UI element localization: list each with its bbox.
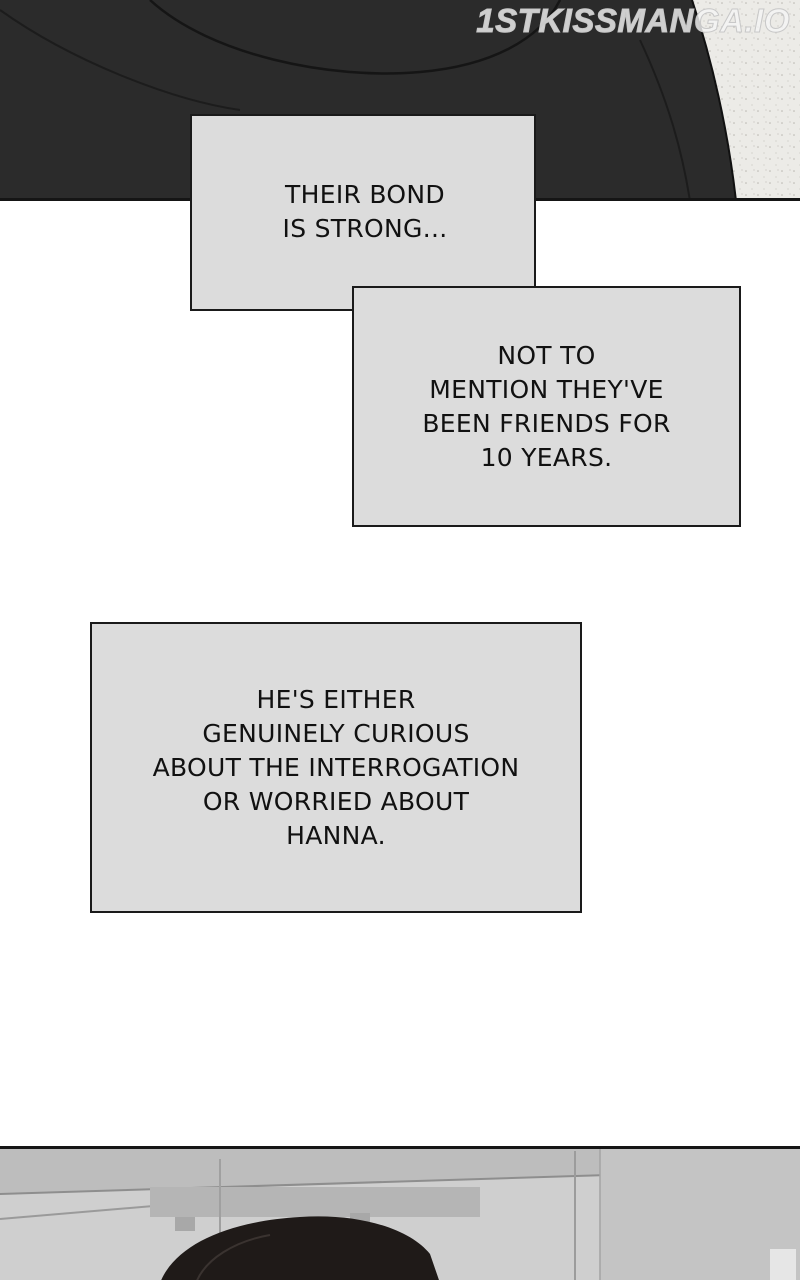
caption-line: IS STRONG... <box>282 214 448 243</box>
caption-line: ABOUT THE INTERROGATION <box>152 752 520 782</box>
caption-line: GENUINELY CURIOUS <box>202 718 470 748</box>
caption-box-bond: THEIR BOND IS STRONG... <box>190 114 536 311</box>
caption-line: OR WORRIED ABOUT <box>202 786 470 816</box>
interior-scene-illustration <box>0 1149 800 1280</box>
caption-line: 10 YEARS. <box>480 442 613 472</box>
caption-line: THEIR BOND <box>285 180 445 209</box>
caption-text: HE'S EITHER GENUINELY CURIOUS ABOUT THE … <box>153 683 520 853</box>
caption-line: NOT TO <box>497 340 596 370</box>
caption-box-friends: NOT TO MENTION THEY'VE BEEN FRIENDS FOR … <box>352 286 741 527</box>
site-watermark: 1STKISSMANGA.IO <box>476 2 790 40</box>
caption-text: NOT TO MENTION THEY'VE BEEN FRIENDS FOR … <box>422 339 670 475</box>
bottom-comic-panel <box>0 1146 800 1280</box>
caption-line: MENTION THEY'VE <box>429 374 664 404</box>
caption-box-curious: HE'S EITHER GENUINELY CURIOUS ABOUT THE … <box>90 622 582 913</box>
caption-line: HANNA. <box>286 820 386 850</box>
caption-line: HE'S EITHER <box>256 684 416 714</box>
caption-text: THEIR BOND IS STRONG... <box>192 178 538 246</box>
caption-line: BEEN FRIENDS FOR <box>422 408 671 438</box>
